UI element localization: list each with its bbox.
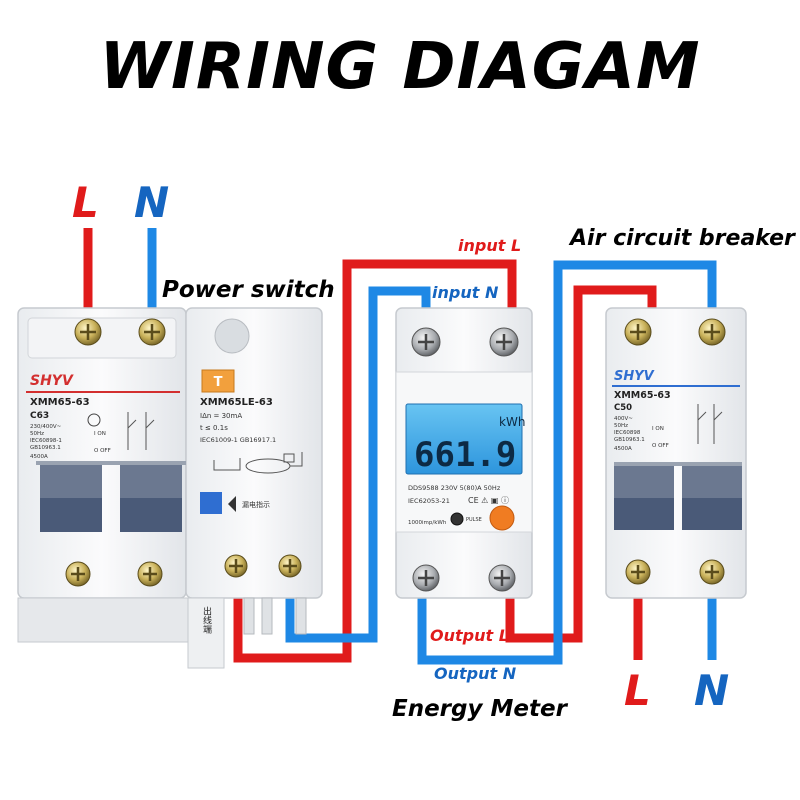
rcd-spec-1: IΔn = 30mA bbox=[200, 412, 242, 420]
breaker-capacity: 4500A bbox=[30, 454, 48, 460]
air-breaker-model: XMM65-63 bbox=[614, 390, 671, 401]
air-breaker-spec-2: 50Hz bbox=[614, 423, 628, 429]
diagram-title: WIRING DIAGAM bbox=[99, 30, 701, 104]
meter-reading: 661.9 bbox=[414, 435, 516, 475]
rcd-test-button[interactable] bbox=[201, 369, 235, 393]
air-circuit-breaker-device: SHYV XMM65-63 C50 400V~ 50Hz IEC60898 GB… bbox=[605, 307, 747, 599]
wire-live-to-meter bbox=[233, 259, 517, 663]
label-output-n: Output N bbox=[434, 664, 517, 683]
air-breaker-on: I ON bbox=[652, 426, 664, 432]
wires bbox=[83, 228, 717, 665]
breaker-brand-logo: SHYV bbox=[614, 369, 655, 384]
label-air-breaker: Air circuit breaker bbox=[570, 226, 795, 251]
power-switch-device: T SHYV XMM65-63 C63 230/400V~ 50Hz IEC60… bbox=[17, 307, 323, 669]
meter-lcd bbox=[405, 403, 523, 475]
brand-logo: SHYV bbox=[30, 373, 74, 389]
meter-unit: kWh bbox=[499, 415, 525, 429]
rcd-model: XMM65LE-63 bbox=[200, 397, 273, 408]
breaker-spec-3: IEC60898-1 bbox=[30, 438, 62, 444]
label-bottom-neutral: N bbox=[694, 666, 730, 715]
label-top-live: L bbox=[72, 178, 99, 227]
label-power-switch: Power switch bbox=[162, 277, 335, 303]
label-input-n: input N bbox=[432, 283, 499, 302]
wire-output-neutral bbox=[417, 260, 717, 665]
air-breaker-capacity: 4500A bbox=[614, 446, 632, 452]
air-breaker-spec-1: 400V~ bbox=[614, 416, 633, 422]
air-breaker-spec-3: IEC60898 bbox=[614, 430, 641, 436]
wire-output-live bbox=[505, 285, 657, 643]
rcd-test-label: T bbox=[214, 375, 223, 390]
pulse-led-icon bbox=[450, 512, 464, 526]
wire-neutral-to-meter bbox=[285, 286, 431, 643]
energy-meter-device: kWh 661.9 DDS9588 230V 5(80)A 50Hz IEC62… bbox=[395, 307, 533, 599]
breaker-off-label: O OFF bbox=[94, 448, 111, 454]
breaker-spec-1: 230/400V~ bbox=[30, 424, 62, 430]
air-breaker-spec-4: GB10963.1 bbox=[614, 437, 645, 443]
breaker-spec-4: GB10963.1 bbox=[30, 445, 61, 451]
meter-button[interactable] bbox=[489, 505, 515, 531]
meter-spec-1: DDS9588 230V 5(80)A 50Hz bbox=[408, 484, 501, 492]
ce-mark-icon: CE ⚠ ▣ ⓘ bbox=[468, 496, 509, 505]
meter-spec-2: IEC62053-21 bbox=[408, 497, 450, 505]
breaker-rating: C63 bbox=[30, 411, 49, 421]
label-top-neutral: N bbox=[134, 178, 170, 227]
label-bottom-live: L bbox=[624, 666, 651, 715]
rcd-indicator bbox=[200, 492, 222, 514]
breaker-model: XMM65-63 bbox=[30, 397, 90, 408]
outlet-label: 出线端 bbox=[201, 605, 212, 634]
rcd-spec-2: t ≤ 0.1s bbox=[200, 424, 228, 432]
label-energy-meter: Energy Meter bbox=[392, 696, 567, 722]
air-breaker-rating: C50 bbox=[614, 403, 632, 413]
label-input-l: input L bbox=[458, 236, 522, 255]
breaker-on-label: I ON bbox=[94, 431, 106, 437]
meter-impulse: 1000imp/kWh bbox=[408, 520, 447, 526]
label-output-l: Output L bbox=[430, 626, 509, 645]
rcd-indicator-label: 漏电指示 bbox=[242, 500, 270, 509]
rcd-spec-3: IEC61009-1 GB16917.1 bbox=[200, 436, 276, 444]
air-breaker-off: O OFF bbox=[652, 443, 669, 449]
breaker-spec-2: 50Hz bbox=[30, 431, 44, 437]
meter-pulse-label: PULSE bbox=[466, 517, 482, 523]
